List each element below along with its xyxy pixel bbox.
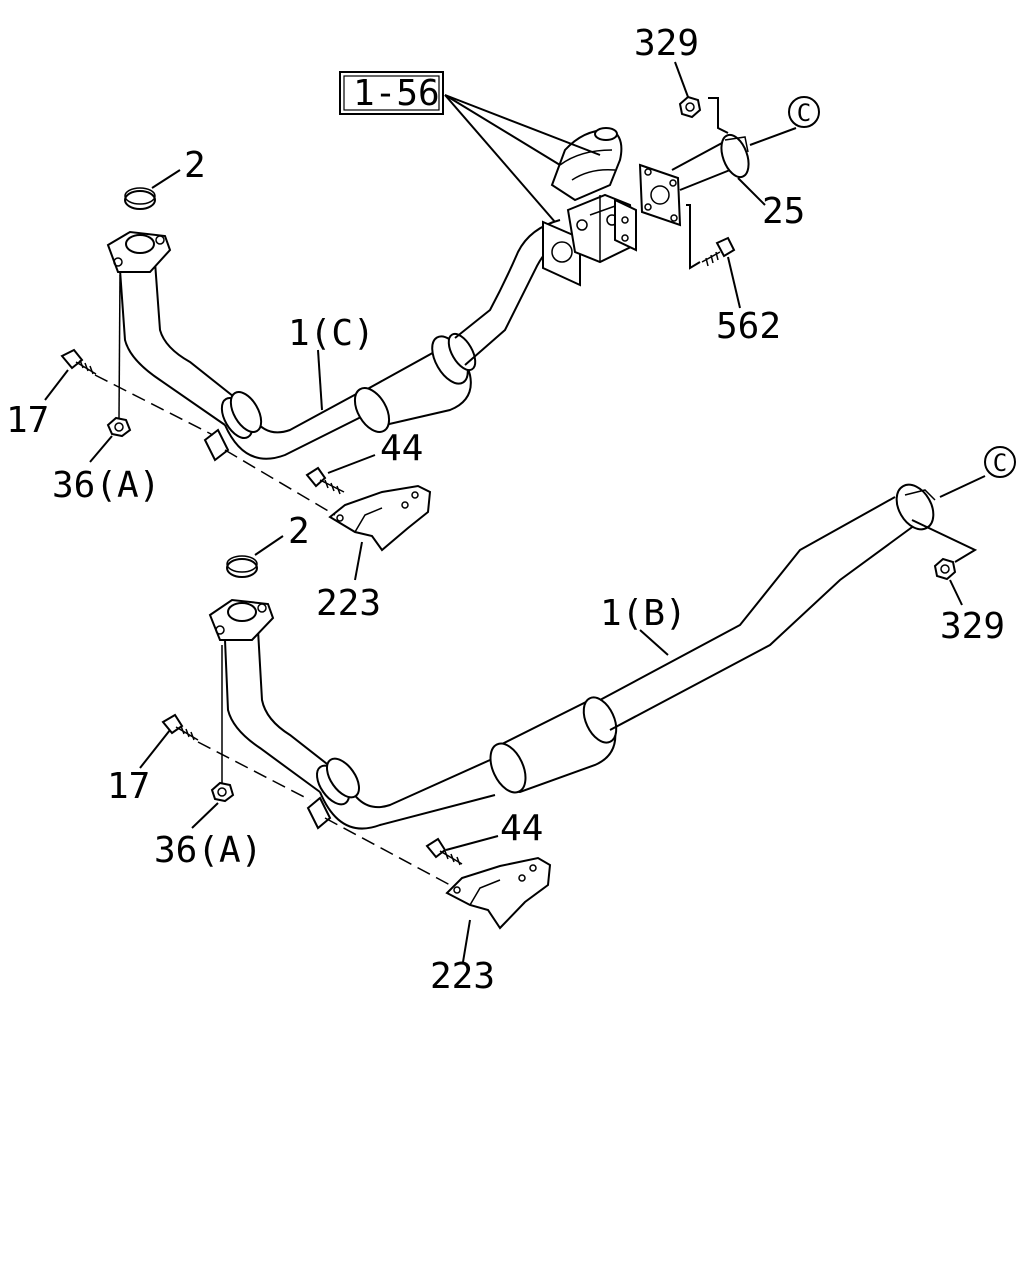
upper-bolt-dash: [94, 374, 214, 436]
label-lower-bracket: 223: [430, 956, 495, 997]
lower-right-nut: [933, 557, 957, 581]
upper-nut-stud-line: [118, 274, 121, 419]
lower-nut: [210, 781, 235, 803]
label-lower-bracket-bolt: 44: [500, 808, 543, 849]
upper-bracket-bolt: [305, 466, 345, 495]
lower-gasket: [226, 555, 258, 578]
label-upper-nut: 36(A): [52, 465, 160, 506]
label-lower-bolt: 17: [107, 766, 150, 807]
lower-right-nut-bracket-line: [911, 519, 978, 563]
upper-manifold-part: [550, 127, 637, 264]
upper-bolt: [60, 348, 97, 375]
upper-pipe: [119, 219, 581, 460]
connector-bolt-bracket-line: [686, 204, 701, 270]
label-lower-right-nut: 329: [940, 606, 1005, 647]
label-upper-bracket: 223: [316, 583, 381, 624]
connector-bolt: [701, 236, 736, 267]
top-nut: [678, 95, 702, 119]
top-nut-bracket-line: [708, 97, 729, 134]
label-upper-pipe: 1(C): [288, 313, 375, 354]
lower-pipe: [224, 483, 936, 830]
label-connector-pipe: 25: [762, 191, 805, 232]
label-lower-gasket: 2: [288, 511, 310, 552]
upper-manifold-flange: [106, 230, 172, 273]
label-connector-bolt: 562: [716, 306, 781, 347]
label-upper-bracket-bolt: 44: [380, 428, 423, 469]
lower-bolt-dash: [197, 741, 311, 801]
upper-bracket-dash: [224, 449, 336, 516]
lower-bracket-bolt: [425, 837, 463, 866]
lower-bracket: [445, 856, 552, 930]
label-lower-nut: 36(A): [154, 830, 262, 871]
leader-lines: [44, 61, 986, 963]
label-upper-gasket: 2: [184, 145, 206, 186]
lower-bolt: [161, 713, 199, 741]
circle-ref-top-text: C: [797, 99, 811, 127]
box-label-text: 1-56: [353, 73, 440, 114]
upper-bracket: [328, 484, 432, 552]
label-lower-pipe: 1(B): [600, 593, 687, 634]
upper-pipe-clamp: [203, 428, 230, 462]
label-upper-bolt: 17: [6, 400, 49, 441]
circle-ref-top: C: [788, 96, 820, 128]
upper-nut: [106, 416, 132, 438]
label-top-nut: 329: [634, 23, 699, 64]
circle-ref-lower: C: [984, 446, 1016, 478]
circle-ref-lower-text: C: [993, 449, 1007, 477]
box-label-1-56: 1-56: [339, 71, 444, 115]
connector-pipe: [638, 133, 750, 227]
lower-pipe-clamp: [306, 796, 332, 830]
lower-manifold-flange: [208, 598, 275, 641]
upper-gasket: [124, 187, 156, 210]
lower-bracket-dash: [324, 817, 451, 886]
